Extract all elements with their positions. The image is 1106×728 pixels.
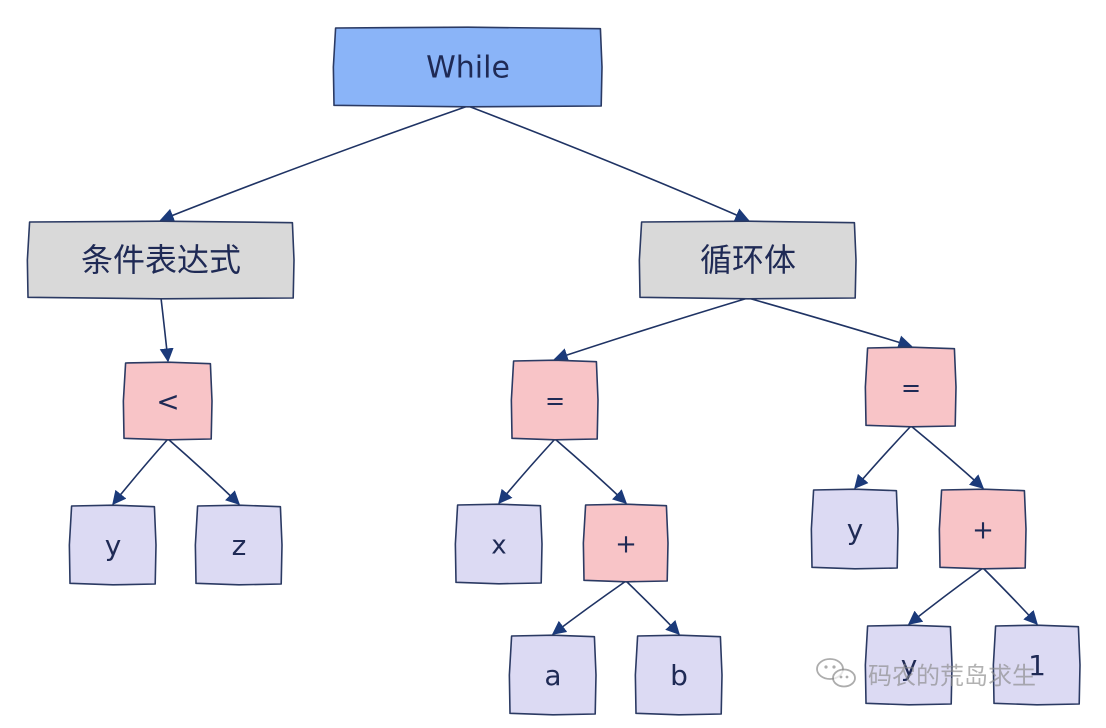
edge-plus2-to-y3	[907, 567, 984, 625]
node-b: b	[634, 634, 723, 716]
node-a: a	[508, 634, 597, 716]
node-y2-box	[810, 488, 899, 570]
node-b-box	[634, 634, 723, 716]
edge-root-to-condition	[159, 105, 469, 222]
node-x1-box	[454, 503, 543, 585]
edge-assign1-to-plus1	[554, 438, 628, 504]
node-root-label: While	[426, 51, 510, 86]
node-z: z	[194, 504, 283, 586]
node-one-label: 1	[1028, 649, 1046, 682]
node-x1-label: x	[491, 531, 506, 561]
edge-lt-to-z	[167, 438, 241, 505]
node-condition-box	[26, 220, 295, 300]
node-plus2-box	[938, 488, 1027, 570]
edge-assign2-to-y2	[854, 425, 912, 490]
node-one: 1	[992, 624, 1081, 706]
node-assign2: =	[864, 346, 957, 428]
node-plus1-label: +	[615, 530, 637, 560]
node-a-box	[508, 634, 597, 716]
edge-body-to-assign2	[747, 297, 913, 349]
edge-body-to-assign1	[553, 297, 749, 362]
node-assign1-box	[510, 359, 599, 441]
edge-assign1-to-x1	[498, 438, 556, 505]
watermark: 码农的荒岛求生	[816, 658, 1036, 690]
edge-plus1-to-a	[551, 580, 627, 635]
node-condition: 条件表达式	[26, 220, 295, 300]
watermark-text: 码农的荒岛求生	[868, 662, 1036, 690]
node-y1-box	[68, 504, 157, 586]
node-assign2-label: =	[901, 374, 921, 402]
node-one-box	[992, 624, 1081, 706]
node-lt: <	[122, 361, 213, 441]
node-body-box	[638, 220, 857, 300]
node-root: While	[332, 26, 603, 108]
edge-plus2-to-one	[982, 567, 1038, 626]
node-b-label: b	[670, 659, 688, 692]
edge-root-to-body	[467, 105, 750, 222]
node-lt-label: <	[156, 385, 179, 418]
node-assign1-label: =	[545, 387, 565, 415]
nodes-layer: While 条件表达式 循环体 < y z = x + a b = y + y 1	[26, 26, 1081, 716]
node-condition-label: 条件表达式	[81, 241, 241, 279]
edge-lt-to-y1	[112, 438, 169, 506]
node-a-label: a	[544, 659, 561, 692]
node-body: 循环体	[638, 220, 857, 300]
node-plus2-label: +	[972, 516, 994, 546]
node-plus1-box	[582, 503, 669, 583]
node-y3-label: y	[901, 649, 918, 682]
node-y3: y	[864, 624, 953, 706]
node-assign1: =	[510, 359, 599, 441]
node-assign2-box	[864, 346, 957, 428]
node-z-box	[194, 504, 283, 586]
node-y1: y	[68, 504, 157, 586]
node-y2: y	[810, 488, 899, 570]
node-z-label: z	[232, 529, 247, 562]
node-plus2: +	[938, 488, 1027, 570]
edges-layer	[112, 105, 1038, 636]
node-plus1: +	[582, 503, 669, 583]
node-body-label: 循环体	[700, 241, 796, 279]
node-y2-label: y	[847, 513, 864, 546]
node-lt-box	[122, 361, 213, 441]
node-y1-label: y	[105, 529, 122, 562]
edge-condition-to-lt	[159, 297, 174, 363]
node-y3-box	[864, 624, 953, 706]
node-x1: x	[454, 503, 543, 585]
edge-assign2-to-plus2	[910, 425, 985, 489]
edge-plus1-to-b	[625, 580, 680, 636]
wechat-icon	[816, 658, 856, 688]
node-root-box	[332, 26, 603, 108]
